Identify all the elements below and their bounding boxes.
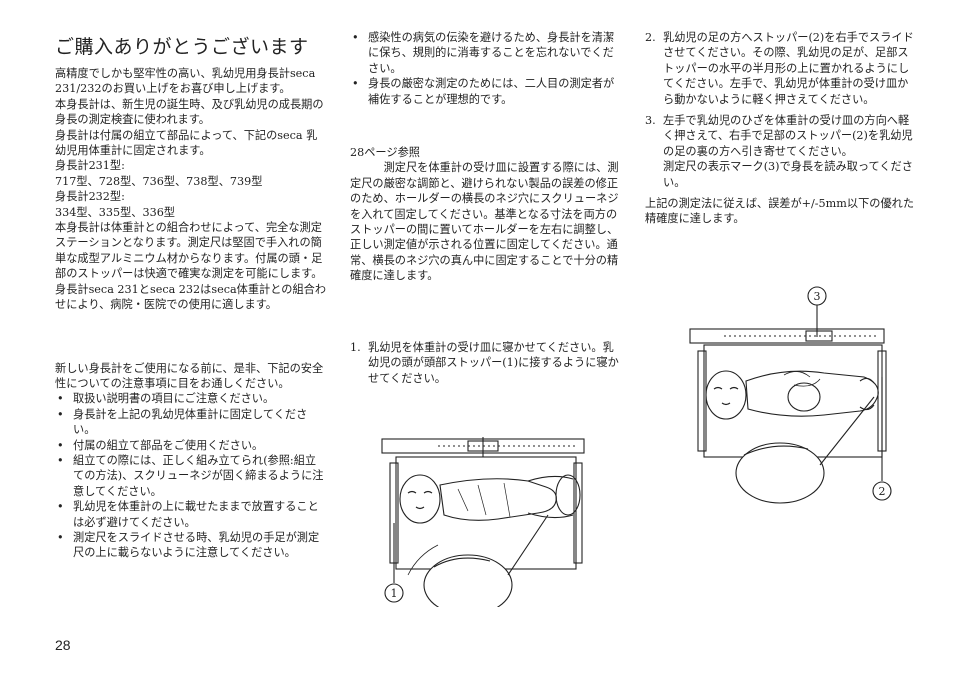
infant-head bbox=[705, 370, 747, 420]
step-text: 左手で乳幼児のひざを体重計の受け皿の方向へ軽く押さえて、右手で足部のストッパー(… bbox=[663, 114, 913, 158]
safety-item: 乳幼児を体重計の上に載せたままで放置することは必ず避けてください。 bbox=[55, 499, 327, 530]
step-1: 1. 乳幼児を体重計の受け皿に寝かせてください。乳幼児の頭が頭部ストッパー(1)… bbox=[350, 340, 622, 386]
page-number: 28 bbox=[55, 637, 71, 653]
operator-head bbox=[735, 442, 825, 504]
step-text: 乳幼児を体重計の受け皿に寝かせてください。乳幼児の頭が頭部ストッパー(1)に接す… bbox=[368, 340, 619, 385]
intro-paragraph: 高精度でしかも堅牢性の高い、乳幼児用身長計seca 231/232のお買い上げを… bbox=[55, 67, 316, 96]
hygiene-item: 身長の厳密な測定のためには、二人目の測定者が補佐することが理想的です。 bbox=[350, 76, 622, 107]
step-list: 1. 乳幼児を体重計の受け皿に寝かせてください。乳幼児の頭が頭部ストッパー(1)… bbox=[350, 340, 622, 386]
safety-item: 取扱い説明書の項目にご注意ください。 bbox=[55, 391, 327, 407]
middle-column: 感染性の病気の伝染を避けるため、身長計を清潔に保ち、規則的に消毒することを忘れな… bbox=[350, 30, 622, 386]
infant-body bbox=[745, 370, 879, 417]
step-text: 測定尺の表示マーク(3)で身長を読み取ってください。 bbox=[663, 160, 913, 189]
intro-paragraph: 本身長計は体重計との組合わせによって、完全な測定ステーションとなります。測定尺は… bbox=[55, 221, 327, 312]
step-number: 3. bbox=[645, 114, 656, 128]
step-3: 3. 左手で乳幼児のひざを体重計の受け皿の方向へ軽く押さえて、右手で足部のストッ… bbox=[645, 113, 917, 190]
intro-paragraph: 本身長計は、新生児の誕生時、及び乳幼児の成長期の身長の測定検査に使われます。 bbox=[55, 97, 324, 127]
hygiene-item: 感染性の病気の伝染を避けるため、身長計を清潔に保ち、規則的に消毒することを忘れな… bbox=[350, 30, 622, 76]
scale-tray bbox=[395, 456, 577, 570]
callout-2-label: 2 bbox=[879, 485, 886, 498]
measuring-rod bbox=[689, 328, 885, 344]
model-heading: 身長計231型: bbox=[55, 159, 125, 173]
safety-item: 付属の組立て部品をご使用ください。 bbox=[55, 438, 327, 454]
step-number: 2. bbox=[645, 31, 656, 44]
hygiene-list: 感染性の病気の伝染を避けるため、身長計を清潔に保ち、規則的に消毒することを忘れな… bbox=[350, 30, 622, 107]
safety-item: 組立ての際には、正しく組み立てられ(参照:組立ての方法)、スクリューネジが固く締… bbox=[55, 453, 327, 499]
model-heading: 身長計232型: bbox=[55, 190, 125, 204]
callout-3-label: 3 bbox=[814, 290, 821, 303]
safety-intro: 新しい身長計をご使用になる前に、是非、下記の安全性についての注意事項に目をお通し… bbox=[55, 361, 324, 390]
step-list: 2. 乳幼児の足の方へストッパー(2)を右手でスライドさせてください。その際、乳… bbox=[645, 30, 917, 190]
page-reference: 28ページ参照 bbox=[350, 146, 420, 160]
left-column: ご購入ありがとうございます 高精度でしかも堅牢性の高い、乳幼児用身長計seca … bbox=[55, 30, 327, 561]
scale-tray bbox=[703, 344, 883, 458]
model-list: 334型、335型、336型 bbox=[55, 205, 175, 219]
adjustment-paragraph: 測定尺を体重計の受け皿に設置する際には、測定尺の厳密な調節と、避けられない製品の… bbox=[350, 161, 619, 283]
model-list: 717型、728型、736型、738型、739型 bbox=[55, 174, 263, 188]
operator-head bbox=[423, 554, 513, 607]
callout-1-label: 1 bbox=[391, 587, 398, 600]
step-number: 1. bbox=[350, 340, 361, 354]
infant-reading-illustration: 3 2 bbox=[689, 286, 892, 504]
step-text: 乳幼児の足の方へストッパー(2)を右手でスライドさせてください。その際、乳幼児の… bbox=[663, 31, 914, 106]
safety-item: 身長計を上記の乳幼児体重計に固定してください。 bbox=[55, 407, 327, 438]
infant-head bbox=[399, 474, 441, 524]
step-2: 2. 乳幼児の足の方へストッパー(2)を右手でスライドさせてください。その際、乳… bbox=[645, 30, 917, 107]
figure-infant-measured: 3 2 bbox=[684, 285, 904, 505]
safety-item: 測定尺をスライドさせる時、乳幼児の手足が測定尺の上に載らないように注意してくださ… bbox=[55, 530, 327, 561]
intro-paragraph: 身長計は付属の組立て部品によって、下記のseca 乳幼児用体重計に固定されます。 bbox=[55, 128, 318, 158]
right-column: 2. 乳幼児の足の方へストッパー(2)を右手でスライドさせてください。その際、乳… bbox=[645, 30, 917, 227]
conclusion: 上記の測定法に従えば、誤差が+/-5mm以下の優れた精確度に達します。 bbox=[645, 197, 915, 226]
figure-infant-lying: 1 bbox=[378, 435, 590, 607]
page-title: ご購入ありがとうございます bbox=[55, 36, 309, 58]
safety-list: 取扱い説明書の項目にご注意ください。 身長計を上記の乳幼児体重計に固定してくださ… bbox=[55, 391, 327, 560]
infant-body bbox=[439, 478, 557, 521]
infant-measurement-illustration: 1 bbox=[381, 437, 585, 607]
